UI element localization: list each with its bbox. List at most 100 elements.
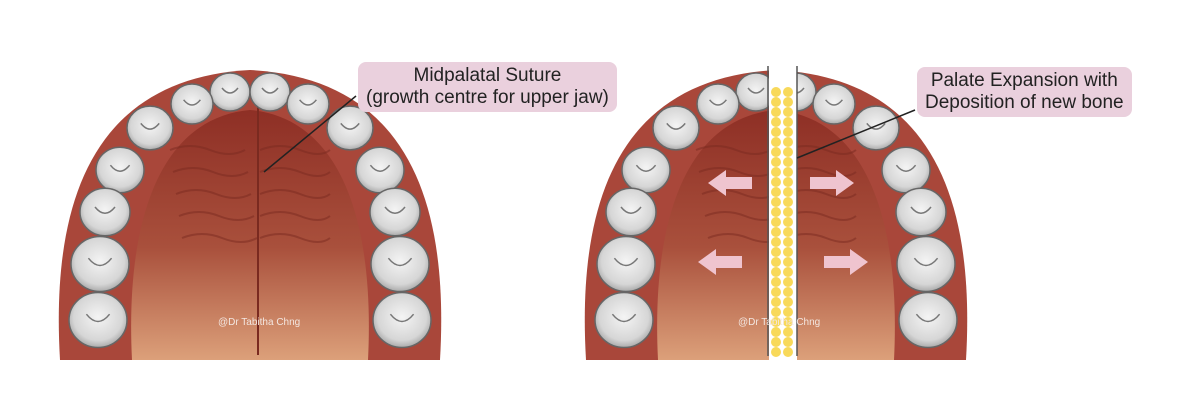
new-bone-dot	[783, 87, 793, 97]
tooth	[896, 235, 956, 293]
expansion-arrow-right-icon	[810, 170, 854, 196]
tooth-groove	[709, 99, 727, 106]
watermark-left: @Dr Tabitha Chng	[218, 317, 300, 328]
new-bone-dot	[783, 137, 793, 147]
new-bone-dot	[771, 197, 781, 207]
new-bone-dot	[771, 107, 781, 117]
tooth-groove	[387, 257, 413, 267]
palatal-ruga	[172, 167, 249, 177]
tooth-groove	[85, 313, 111, 323]
tooth	[812, 83, 856, 125]
tooth-groove	[747, 87, 765, 94]
new-bone-dot	[771, 177, 781, 187]
palatal-ruga	[698, 167, 775, 177]
palatal-ruga	[259, 145, 331, 155]
new-bone-dot	[771, 287, 781, 297]
new-bone-dot	[771, 167, 781, 177]
palatal-ruga	[259, 189, 331, 199]
palatal-ruga	[695, 145, 772, 155]
tooth-groove	[825, 99, 843, 106]
tooth-groove	[620, 206, 642, 214]
new-bone-dot	[771, 147, 781, 157]
tooth-groove	[866, 122, 886, 130]
tooth	[369, 187, 421, 237]
new-bone-dot	[783, 297, 793, 307]
tooth-groove	[109, 164, 131, 172]
palate-expansion-label: Palate Expansion with Deposition of new …	[917, 67, 1132, 117]
new-bone-dot	[783, 327, 793, 337]
tooth-groove	[613, 257, 639, 267]
new-bone-dot	[771, 247, 781, 257]
watermark-right: @Dr Tabitha Chng	[738, 317, 820, 328]
new-bone-dot	[771, 117, 781, 127]
pointer-line	[263, 95, 357, 173]
tooth-groove	[140, 122, 160, 130]
new-bone-dot	[771, 307, 781, 317]
new-bone-dot	[771, 347, 781, 357]
new-bone-dot	[783, 317, 793, 327]
tooth-groove	[221, 87, 239, 94]
tooth	[898, 291, 958, 349]
pointer-line	[796, 109, 916, 159]
new-bone-dot	[771, 257, 781, 267]
palatal-ruga	[259, 167, 331, 177]
tooth-groove	[913, 257, 939, 267]
new-bone-dot	[771, 237, 781, 247]
expansion-arrow-right-icon	[824, 249, 868, 275]
new-bone-dot	[771, 327, 781, 337]
new-bone-dot	[771, 97, 781, 107]
tooth-groove	[389, 313, 415, 323]
new-bone-dot	[771, 217, 781, 227]
new-bone-dot	[771, 137, 781, 147]
new-bone-dot	[783, 257, 793, 267]
tooth	[209, 72, 251, 112]
new-bone-dot	[771, 297, 781, 307]
new-bone-dot	[771, 267, 781, 277]
tooth	[852, 105, 900, 151]
tooth-groove	[611, 313, 637, 323]
tooth	[696, 83, 740, 125]
tooth-groove	[299, 99, 317, 106]
new-bone-dot	[783, 147, 793, 157]
tooth-groove	[384, 206, 406, 214]
tooth	[355, 146, 405, 194]
palatal-ruga	[181, 233, 258, 243]
new-bone-dot	[783, 187, 793, 197]
tooth-groove	[94, 206, 116, 214]
tooth	[594, 291, 654, 349]
new-bone-dot	[771, 337, 781, 347]
new-bone-dot	[783, 267, 793, 277]
palate	[131, 110, 369, 360]
palatal-ruga	[259, 211, 331, 221]
new-bone-dot	[771, 127, 781, 137]
tooth	[170, 83, 214, 125]
new-bone-dot	[783, 207, 793, 217]
palatal-ruga	[259, 233, 331, 243]
tooth	[68, 291, 128, 349]
palatal-ruga	[175, 189, 252, 199]
tooth	[249, 72, 291, 112]
new-bone-dot	[783, 197, 793, 207]
midpalatal-suture-label: Midpalatal Suture (growth centre for upp…	[358, 62, 617, 112]
palatal-ruga	[178, 211, 255, 221]
tooth	[372, 291, 432, 349]
tooth-groove	[666, 122, 686, 130]
tooth-groove	[369, 164, 391, 172]
new-bone-dot	[783, 167, 793, 177]
tooth	[286, 83, 330, 125]
new-bone-dot	[771, 157, 781, 167]
new-bone-dot	[783, 277, 793, 287]
label-line: Deposition of new bone	[925, 92, 1124, 113]
expansion-arrow-left-icon	[698, 249, 742, 275]
tooth	[126, 105, 174, 151]
upper-jaw-expanded	[584, 66, 968, 366]
tooth-groove	[910, 206, 932, 214]
new-bone-dot	[771, 277, 781, 287]
new-bone-dot	[771, 317, 781, 327]
expansion-arrow-left-icon	[708, 170, 752, 196]
tooth-groove	[915, 313, 941, 323]
new-bone-dot	[783, 227, 793, 237]
new-bone-dot	[783, 107, 793, 117]
new-bone-dot	[783, 117, 793, 127]
tooth	[95, 146, 145, 194]
